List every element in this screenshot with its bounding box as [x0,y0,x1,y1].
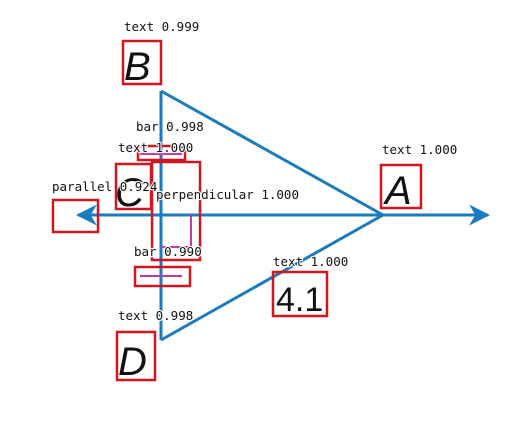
detection-label-bar-upper: bar 0.998 [136,119,204,134]
detection-label-text-d: text 0.998 [118,308,193,323]
detection-label-perpendicular: perpendicular 1.000 [156,187,299,202]
detection-label-text-length: text 1.000 [273,254,348,269]
detection-label-parallel: parallel 0.924 [52,179,157,194]
detection-label-text-c: text 1.000 [118,140,193,155]
detection-box-text-d [115,330,157,382]
point-label-d: D [118,340,147,384]
detection-box-bar-lower [133,265,192,288]
detection-labels: text 0.999 bar 0.998 text 1.000 parallel… [51,18,458,324]
point-labels: B C A D 4.1 [115,45,412,384]
detection-box-perpendicular [150,160,202,262]
detection-label-bar-lower: bar 0.990 [134,244,202,259]
detection-box-bar-upper [136,144,187,162]
detection-box-text-length [271,270,329,318]
right-angle-mark [161,215,192,248]
figure-marks [140,153,192,277]
segment-ba [160,89,384,217]
detection-box-text-b [121,39,163,86]
detection-box-parallel [51,198,100,234]
detection-label-text-b: text 0.999 [124,19,199,34]
detection-label-text-a: text 1.000 [382,142,457,157]
detection-box-text-a [379,163,423,210]
point-label-a: A [383,169,412,213]
point-label-c: C [115,171,145,215]
point-label-b: B [124,45,151,89]
length-label: 4.1 [276,281,323,319]
detection-boxes [51,39,423,382]
